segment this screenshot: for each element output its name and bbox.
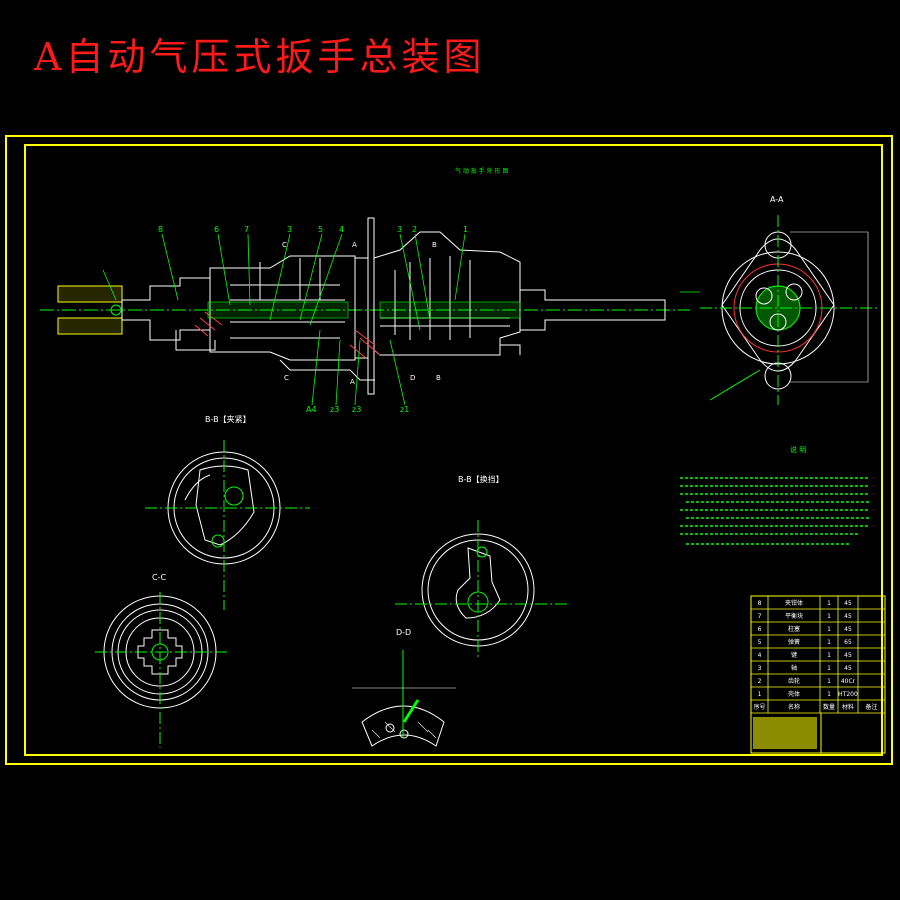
bom-cell: 齿轮 (788, 677, 800, 685)
bom-cell: 6 (758, 626, 762, 633)
notes-body (680, 477, 870, 545)
bom-cell: 45 (844, 626, 852, 633)
bom-cell: 1 (827, 652, 831, 659)
bom-cell: 1 (827, 639, 831, 646)
bom-cell: 45 (844, 665, 852, 672)
outer-frame (5, 135, 893, 765)
bom-cell: 弹簧 (788, 638, 800, 646)
bom-header-cell: 备注 (865, 703, 877, 711)
section-mark-a-top: A (352, 241, 357, 249)
bom-cell: 1 (827, 600, 831, 607)
bom-cell: 夹钳体 (785, 599, 803, 607)
bom-cell: 8 (758, 600, 762, 607)
bom-header-cell: 序号 (753, 703, 765, 711)
section-mark-d-bottom: D (410, 374, 415, 382)
section-dd-label: D-D (396, 628, 411, 637)
section-mark-a-bottom: A (350, 378, 355, 386)
bom-cell: 5 (758, 639, 762, 646)
section-cc-view (95, 592, 228, 748)
main-view-highlights (207, 301, 521, 319)
bom-cell: 40Cr (841, 678, 856, 685)
callout-1: 1 (463, 225, 468, 234)
bom-cell: 3 (758, 665, 762, 672)
callout-5: 5 (318, 225, 323, 234)
section-cc-label: C-C (152, 573, 166, 582)
bom-cell: 壳体 (788, 690, 800, 698)
bom-header-cell: 材料 (842, 703, 854, 711)
callout-leaders (102, 233, 700, 406)
bom-cell: 7 (758, 613, 762, 620)
bottom-callout-z3b: z3 (352, 405, 361, 414)
view-caption: 气 动 扳 手 外 形 图 (455, 167, 508, 175)
callout-2: 2 (412, 225, 417, 234)
section-bb-shift-label: B-B【换挡】 (458, 474, 504, 484)
section-mark-c-top: C (282, 241, 287, 249)
bom-cell: 柱塞 (788, 625, 800, 633)
bom-cell: 2 (758, 678, 762, 685)
bom-cell: 平衡块 (785, 612, 803, 620)
bom-cell: 1 (827, 626, 831, 633)
bom-cell: 4 (758, 652, 762, 659)
callout-3b: 3 (397, 225, 402, 234)
bom-header-cell: 名称 (788, 703, 800, 711)
callout-6: 6 (214, 225, 219, 234)
section-mark-b-bottom: B (436, 374, 441, 382)
section-bb-shift-view (395, 520, 570, 660)
title-block: 8 夹钳体 1 45 7 平衡块 1 45 6 柱塞 1 45 5 弹簧 1 65 4 键 1 45 3 轴 1 45 2 齿轮 1… (750, 595, 886, 754)
section-mark-c-bottom: C (284, 374, 289, 382)
section-mark-b-top: B (432, 241, 437, 249)
bom-cell: 键 (791, 651, 797, 659)
bom-cell: 轴 (791, 664, 797, 672)
bom-cell: 1 (827, 691, 831, 698)
section-aa-label: A-A (770, 195, 784, 204)
bom-cell: HT200 (838, 691, 858, 698)
callout-3a: 3 (287, 225, 292, 234)
bom-cell: 65 (844, 639, 852, 646)
page-title: A自动气压式扳手总装图 (34, 35, 486, 79)
callout-7: 7 (244, 225, 249, 234)
bom-cell: 45 (844, 613, 852, 620)
bom-cell: 45 (844, 600, 852, 607)
bom-cell: 1 (758, 691, 762, 698)
section-aa-view (700, 215, 880, 405)
bottom-callout-z1: z1 (400, 405, 409, 414)
main-assembly-view (57, 217, 666, 395)
callout-4: 4 (339, 225, 344, 234)
title-block-signature-area (753, 717, 817, 749)
bom-cell: 1 (827, 678, 831, 685)
bottom-callout-a4: A4 (306, 405, 317, 414)
inner-frame (24, 144, 883, 756)
bottom-callout-z3a: z3 (330, 405, 339, 414)
bom-cell: 45 (844, 652, 852, 659)
callout-8: 8 (158, 225, 163, 234)
bom-header-cell: 数量 (823, 703, 835, 711)
notes-title: 说 明 (790, 445, 806, 454)
bom-cell: 1 (827, 665, 831, 672)
section-bb-clamp-view (145, 440, 310, 610)
bom-cell: 1 (827, 613, 831, 620)
section-bb-clamp-label: B-B【夹紧】 (205, 414, 251, 424)
section-dd-view (352, 650, 456, 747)
